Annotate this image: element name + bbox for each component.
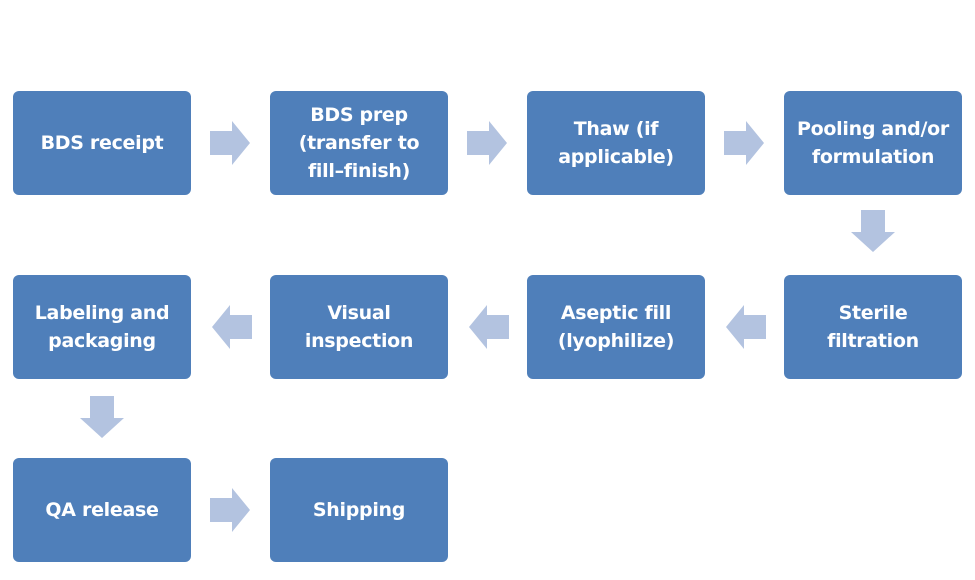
arrow-right-icon — [467, 121, 507, 165]
step-visual-inspection: Visual inspection — [270, 275, 448, 379]
arrow-right-icon — [210, 121, 250, 165]
arrow-down-icon — [851, 210, 895, 252]
step-pooling-formulation: Pooling and/or formulation — [784, 91, 962, 195]
step-qa-release: QA release — [13, 458, 191, 562]
step-shipping: Shipping — [270, 458, 448, 562]
step-labeling-packaging: Labeling and packaging — [13, 275, 191, 379]
step-bds-prep: BDS prep (transfer to fill–finish) — [270, 91, 448, 195]
arrow-right-icon — [724, 121, 764, 165]
arrow-left-icon — [469, 305, 509, 349]
step-sterile-filtration: Sterile filtration — [784, 275, 962, 379]
arrow-left-icon — [726, 305, 766, 349]
arrow-right-icon — [210, 488, 250, 532]
arrow-left-icon — [212, 305, 252, 349]
arrow-down-icon — [80, 396, 124, 438]
step-aseptic-fill: Aseptic fill (lyophilize) — [527, 275, 705, 379]
step-bds-receipt: BDS receipt — [13, 91, 191, 195]
step-thaw: Thaw (if applicable) — [527, 91, 705, 195]
